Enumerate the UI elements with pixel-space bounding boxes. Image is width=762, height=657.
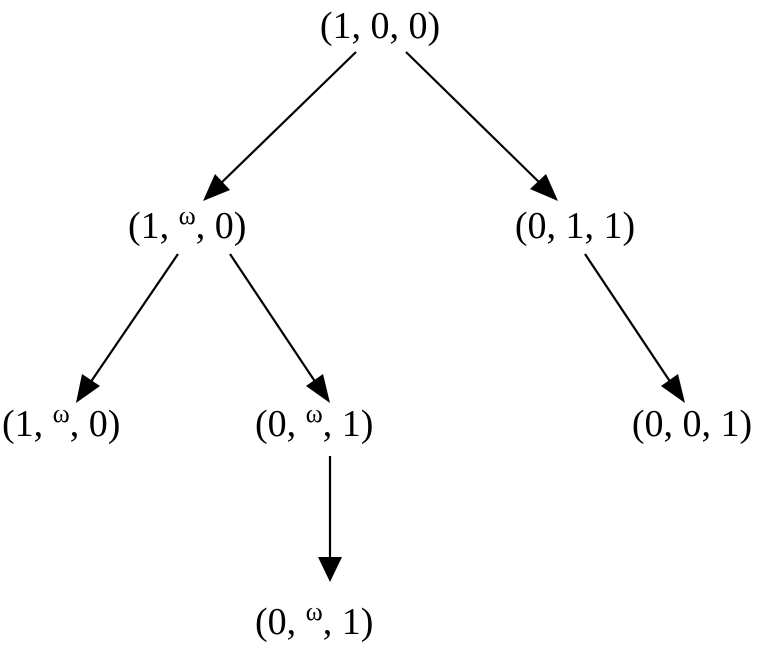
nodes: (1, 0, 0) (1, ω, 0) (0, 1, 1) (1, ω, 0) … [2,5,752,643]
node-level2-right-label: (0, 0, 1) [632,403,752,445]
edge-n2-n5 [229,253,330,403]
arrowhead [530,174,558,201]
node-level1-left-label: (1, ω, 0) [128,201,246,247]
edge-n3-n6 [584,253,685,403]
arrowhead [306,374,330,403]
omega-symbol: ω [53,399,70,428]
edge-n5-n7 [318,456,342,582]
edge-n2-n4 [76,253,179,403]
arrowhead [76,374,100,403]
node-level3-label: (0, ω, 1) [255,597,373,643]
arrowhead [661,374,685,403]
edge-n1-n2 [203,51,357,201]
edges [76,51,685,582]
omega-symbol: ω [306,399,323,428]
arrowhead [318,557,342,582]
node-level1-right-label: (0, 1, 1) [515,205,635,247]
node-level2-middle-label: (0, ω, 1) [255,399,373,445]
node-root-label: (1, 0, 0) [320,5,440,47]
omega-symbol: ω [306,597,323,626]
arrowhead [203,174,230,201]
node-level2-left-label: (1, ω, 0) [2,399,120,445]
edge-n1-n3 [405,51,558,201]
omega-symbol: ω [179,201,196,230]
